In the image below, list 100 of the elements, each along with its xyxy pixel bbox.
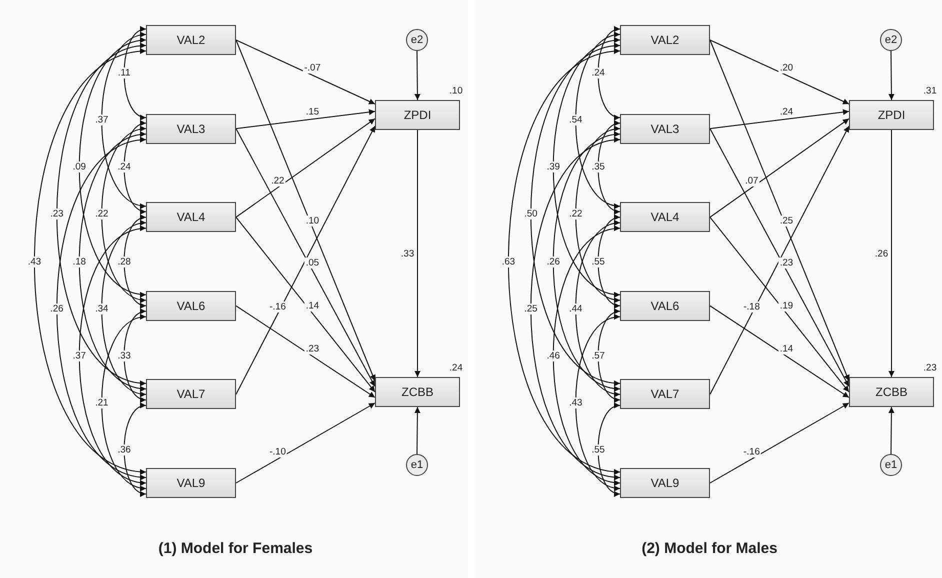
edge-label: .15 (304, 106, 320, 118)
covariance-arrow (552, 132, 620, 390)
covariance-arrow (598, 216, 620, 308)
covariance-arrow (552, 226, 620, 484)
edge-label: .37 (94, 114, 110, 126)
covariance-arrow (101, 33, 146, 208)
edge-label: -.16 (742, 446, 761, 458)
edge-label: .23 (778, 258, 794, 269)
path-arrow (710, 118, 850, 218)
edge-label: .14 (778, 344, 794, 355)
edge-label: .54 (568, 114, 584, 126)
covariance-arrow (598, 28, 620, 119)
edge-label: .23 (304, 344, 320, 355)
edge-label: -.10 (268, 446, 287, 458)
edge-label: .19 (778, 300, 794, 312)
edge-label: .36 (116, 444, 132, 456)
edge-label: .46 (546, 350, 561, 362)
edge-label: .57 (590, 350, 606, 362)
path-arrow (236, 40, 376, 104)
covariance-arrow (598, 310, 620, 402)
covariance-arrow (575, 315, 620, 490)
edge-label: .23 (49, 208, 64, 220)
edge-label: .25 (523, 303, 538, 314)
covariance-arrow (124, 122, 146, 214)
edge-label: .22 (568, 208, 584, 220)
edge-label: .26 (546, 256, 561, 267)
error-term-circle: e2 (880, 29, 902, 51)
edge-label: .25 (778, 215, 794, 226)
edge-label: .26 (874, 248, 890, 259)
edge-label: .55 (590, 256, 606, 267)
covariance-arrow (56, 44, 146, 385)
covariance-arrow (575, 127, 620, 302)
covariance-arrow (124, 404, 146, 496)
edge-label: .43 (26, 256, 42, 267)
path-arrow (414, 130, 420, 378)
path-arrow (710, 402, 850, 484)
error-term-circle: e1 (406, 454, 428, 476)
variable-box: VAL6 (620, 290, 710, 321)
edge-label: .28 (116, 256, 132, 267)
path-arrow (710, 109, 850, 130)
path-arrow (236, 216, 376, 392)
variable-box: ZCBB (849, 377, 934, 407)
variable-box: VAL6 (146, 290, 236, 321)
covariance-arrow (552, 38, 620, 296)
model-panel (0, 0, 468, 578)
edge-label: .11 (116, 68, 132, 79)
path-arrow (888, 50, 894, 100)
covariance-arrow (575, 33, 620, 208)
variable-box: ZPDI (375, 100, 460, 130)
edge-label: .37 (72, 350, 87, 362)
variable-box: VAL4 (146, 202, 236, 232)
covariance-arrow (530, 138, 620, 479)
model-panel (474, 0, 942, 578)
edge-label: .26 (49, 303, 64, 314)
edge-label: -.07 (303, 62, 322, 74)
r-squared-value: .24 (448, 362, 464, 374)
covariance-arrow (124, 216, 146, 308)
variable-box: ZPDI (849, 100, 934, 130)
variable-box: VAL7 (146, 379, 236, 410)
panel-caption: (2) Model for Males (642, 540, 778, 557)
edge-label: .21 (94, 397, 110, 408)
path-arrow (236, 109, 376, 130)
variable-box: VAL7 (620, 379, 710, 410)
path-arrow (236, 402, 376, 484)
edge-label: .22 (94, 208, 110, 220)
edge-label: .18 (72, 256, 87, 267)
covariance-arrow (56, 138, 146, 479)
covariance-arrow (575, 221, 620, 396)
path-arrow (888, 130, 894, 378)
covariance-arrow (530, 44, 620, 385)
r-squared-value: .31 (922, 86, 938, 96)
variable-box: VAL9 (620, 468, 710, 498)
covariance-arrow (78, 38, 146, 296)
edge-label: .55 (590, 444, 606, 456)
covariance-arrow (124, 28, 146, 119)
r-squared-value: .10 (448, 86, 464, 96)
edge-label: .63 (500, 256, 516, 267)
edge-label: .20 (778, 62, 794, 74)
edge-label: .35 (590, 162, 606, 173)
edge-label: .10 (304, 215, 320, 226)
edge-label: .05 (304, 258, 320, 269)
r-squared-value: .23 (922, 362, 938, 374)
covariance-arrow (78, 132, 146, 390)
covariance-arrow (101, 127, 146, 302)
covariance-arrow (78, 226, 146, 484)
path-arrow (888, 406, 894, 454)
edge-label: .14 (304, 300, 320, 312)
path-arrow (414, 406, 420, 454)
edge-label: .44 (568, 303, 584, 314)
edge-label: .24 (590, 68, 606, 79)
variable-box: VAL2 (620, 25, 710, 55)
variable-box: VAL3 (146, 114, 236, 144)
edge-label: .24 (116, 162, 132, 173)
variable-box: ZCBB (375, 377, 460, 407)
covariance-arrow (124, 310, 146, 402)
covariance-arrow (101, 221, 146, 396)
edge-label: .43 (568, 397, 584, 408)
edge-label: -.16 (268, 301, 287, 312)
variable-box: VAL4 (620, 202, 710, 232)
covariance-arrow (598, 122, 620, 214)
